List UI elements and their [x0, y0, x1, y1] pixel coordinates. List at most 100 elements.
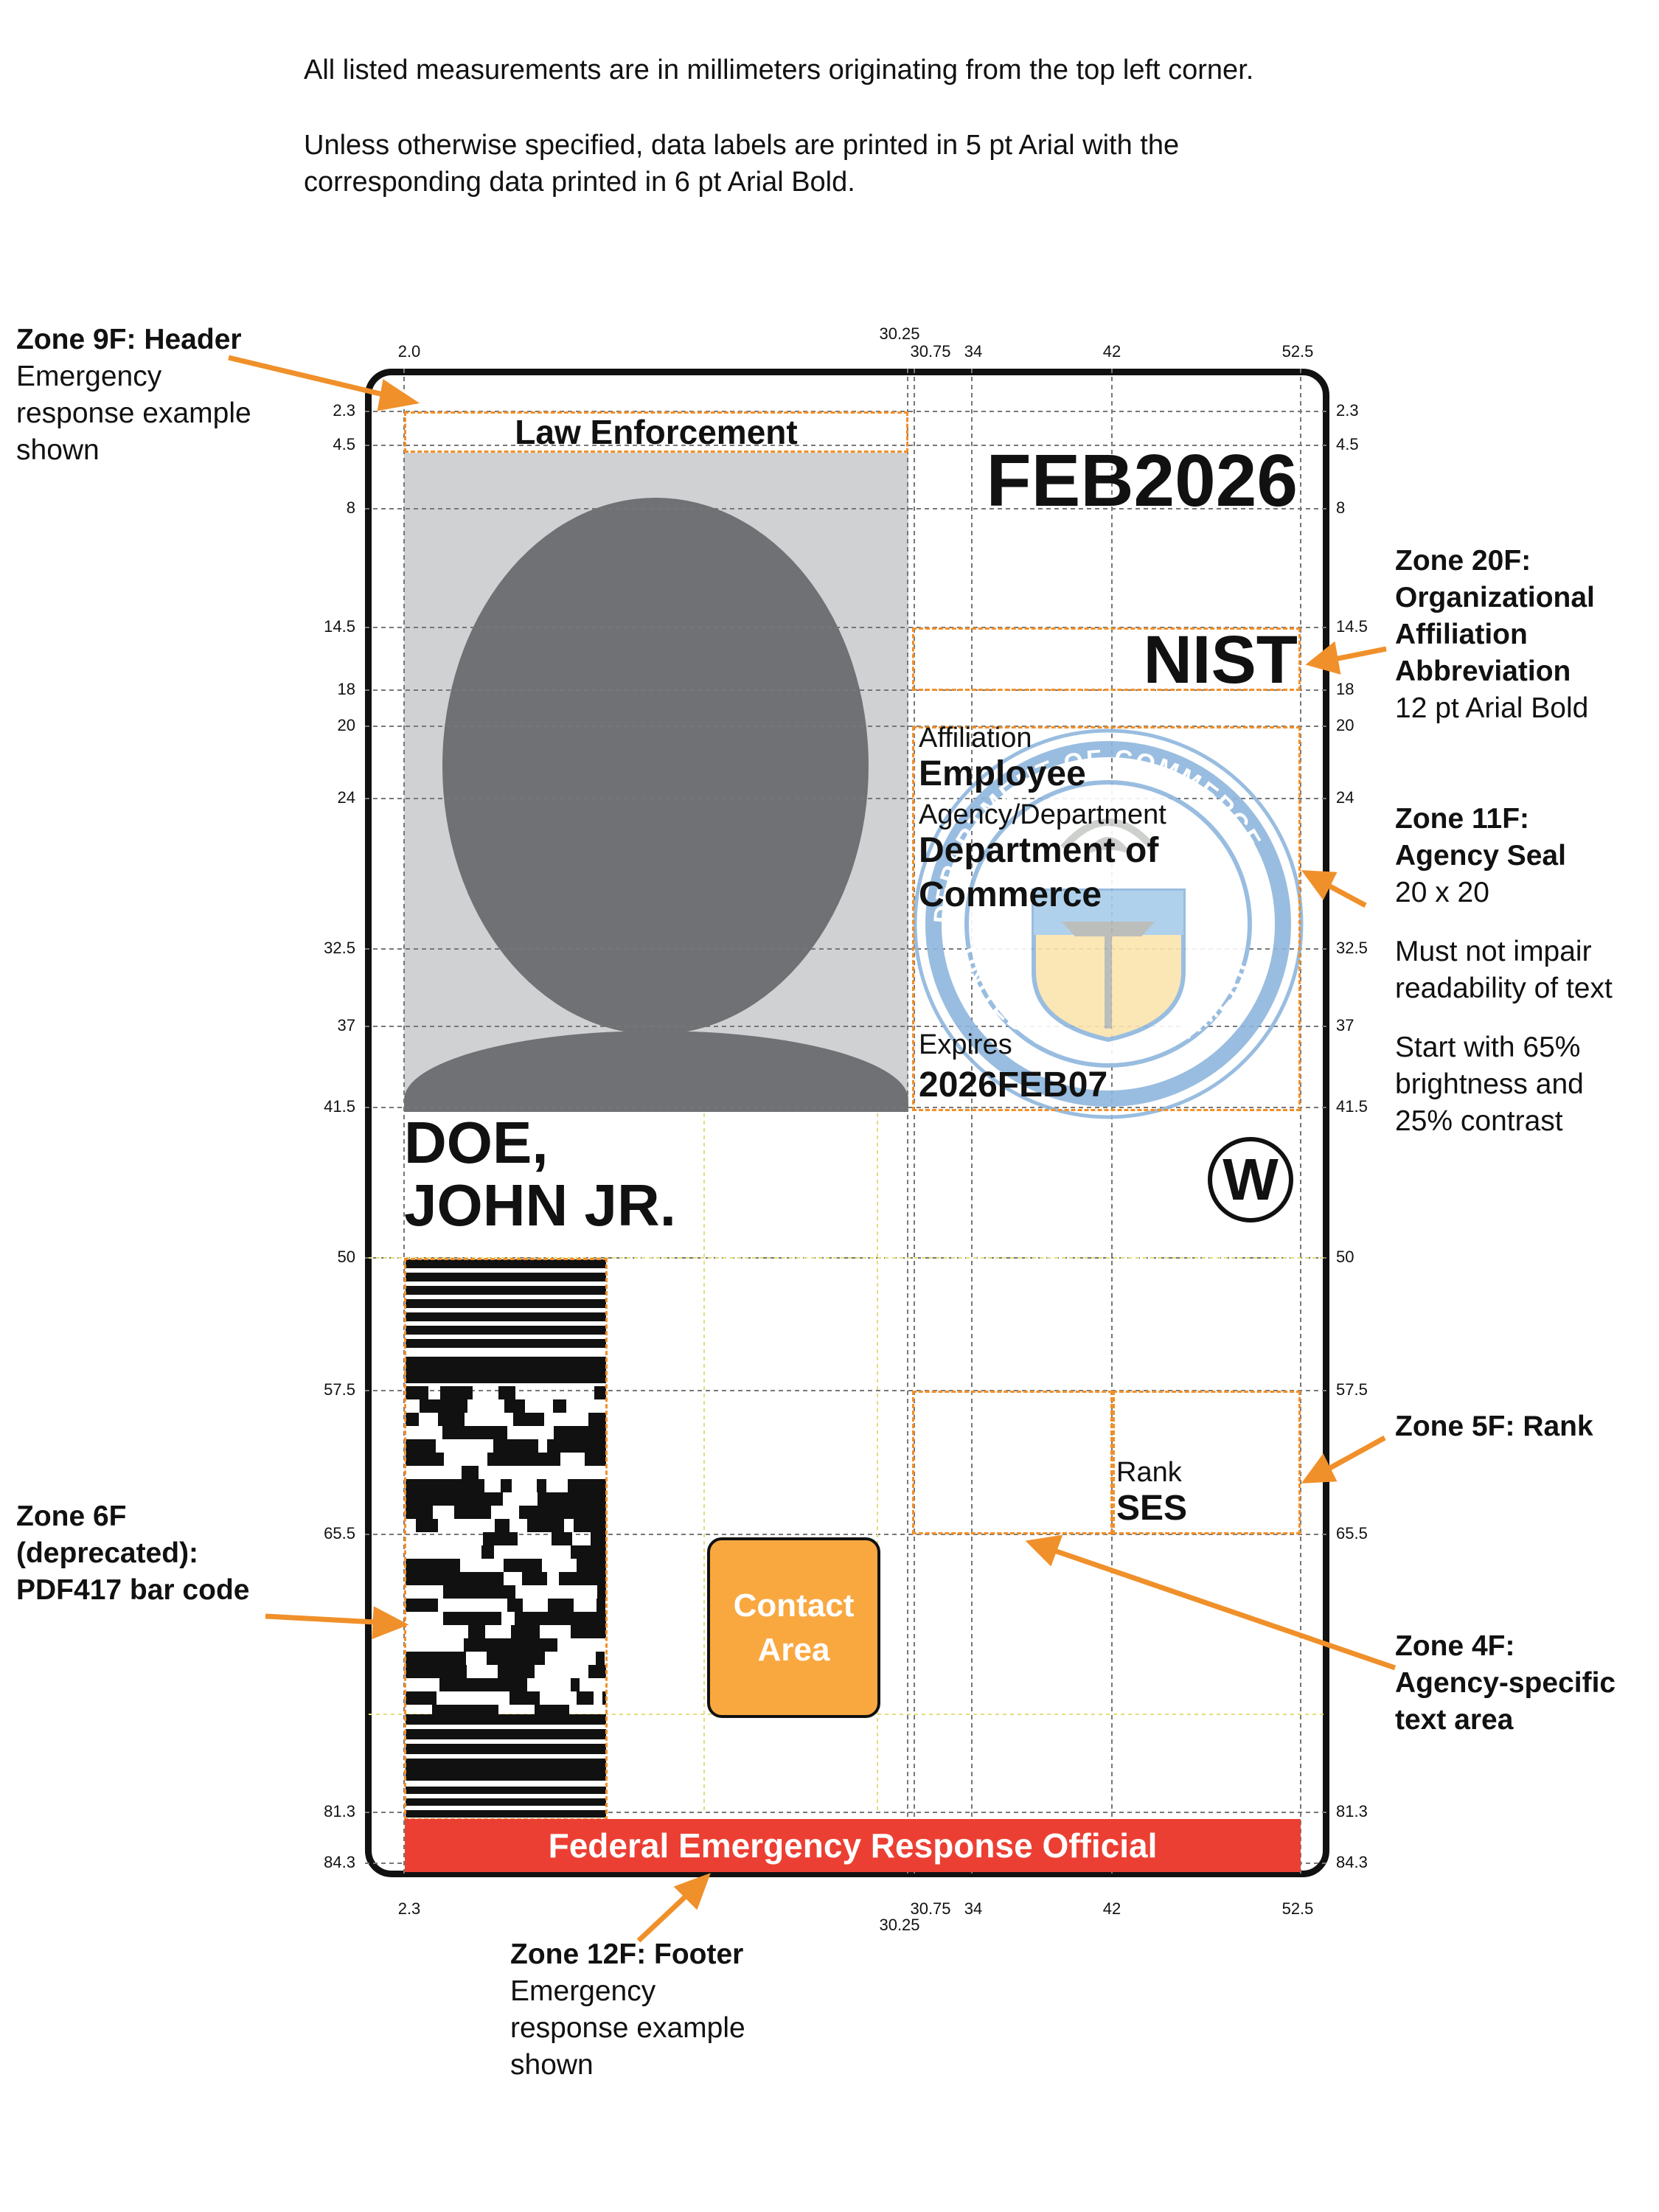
barcode-bar: [548, 1599, 574, 1612]
barcode-bar: [592, 1572, 606, 1585]
zone-11f-line-6: 25% contrast: [1395, 1105, 1563, 1137]
tick-row-left: 14.5: [324, 617, 355, 636]
zone-9f-line-1: Emergency: [16, 361, 162, 392]
zone-11f-line-4: Start with 65%: [1395, 1032, 1581, 1063]
barcode-bar: [437, 1572, 454, 1585]
barcode-bar: [594, 1386, 606, 1399]
zone-4f-title-2: Agency-specific: [1395, 1667, 1616, 1699]
barcode-bar: [504, 1638, 538, 1652]
rank-value: SES: [1116, 1489, 1188, 1528]
name-line-2: JOHN JR.: [404, 1172, 676, 1238]
barcode-bar: [560, 1492, 592, 1506]
barcode-bar: [516, 1559, 542, 1572]
intro-line-3: corresponding data printed in 6 pt Arial…: [304, 167, 855, 198]
org-abbrev: NIST: [1143, 622, 1298, 698]
barcode-bar: [501, 1479, 512, 1492]
barcode-bar: [571, 1625, 594, 1638]
barcode-bar: [481, 1545, 494, 1559]
zone-11f-line-2: Must not impair: [1395, 936, 1592, 967]
barcode-bar: [406, 1413, 419, 1426]
barcode-bar: [585, 1453, 606, 1466]
barcode-bar: [554, 1426, 570, 1439]
barcode-bar: [574, 1506, 606, 1519]
zone-20f-title-4: Abbreviation: [1395, 655, 1571, 687]
barcode-bar: [588, 1665, 606, 1678]
barcode-bar: [498, 1678, 516, 1691]
callout-zone-12f: Zone 12F: Footer Emergency response exam…: [510, 1936, 745, 2084]
barcode-bar: [454, 1572, 467, 1585]
barcode-bar: [511, 1625, 540, 1638]
tick-row-left: 57.5: [324, 1380, 355, 1399]
barcode-bar: [406, 1259, 606, 1268]
barcode-bar: [406, 1386, 428, 1399]
barcode-bar: [437, 1479, 455, 1492]
barcode-bar: [440, 1386, 462, 1399]
barcode-bar: [406, 1326, 606, 1335]
barcode-bar: [548, 1612, 581, 1625]
zone-11f-line-5: brightness and: [1395, 1068, 1584, 1100]
zone-6f-title-1: Zone 6F: [16, 1500, 127, 1532]
tick-row-right: 50: [1336, 1248, 1354, 1266]
barcode-bar: [577, 1691, 594, 1705]
tick-row-right: 2.3: [1336, 401, 1359, 420]
barcode-bar: [445, 1665, 467, 1678]
barcode-bar: [527, 1519, 564, 1532]
barcode-bar: [553, 1399, 566, 1413]
barcode-bar: [517, 1453, 545, 1466]
barcode-bar: [406, 1665, 415, 1678]
affiliation-label: Affiliation: [919, 723, 1032, 754]
barcode-bar: [406, 1479, 414, 1492]
barcode-bar: [406, 1572, 437, 1585]
zone-11f-line-1: 20 x 20: [1395, 877, 1489, 908]
tick-row-right: 20: [1336, 716, 1354, 734]
barcode-bar: [574, 1519, 588, 1532]
barcode-bar: [596, 1652, 605, 1665]
barcode-bar: [604, 1426, 606, 1439]
agency-value-line-1: Department of: [919, 831, 1159, 870]
tick-bottom: 30.75: [910, 1899, 951, 1918]
zone-20f-outline: [912, 627, 1301, 691]
zone-9f-outline: [404, 411, 908, 453]
tick-bottom: 34: [964, 1899, 983, 1918]
tick-top: 30.75: [910, 342, 951, 361]
barcode-bar: [481, 1492, 503, 1506]
barcode-bar: [443, 1612, 465, 1625]
contact-area: Contact Area: [707, 1537, 880, 1718]
tick-row-right: 41.5: [1336, 1097, 1368, 1116]
barcode-bar: [438, 1413, 449, 1426]
barcode-bar: [467, 1572, 504, 1585]
barcode-bar: [538, 1638, 557, 1652]
barcode-bar: [533, 1652, 545, 1665]
barcode-bar: [509, 1691, 540, 1705]
barcode-bar: [487, 1453, 517, 1466]
barcode-bar: [406, 1559, 440, 1572]
barcode-bar: [592, 1479, 606, 1492]
barcode-bar: [421, 1691, 437, 1705]
zone-20f-title-2: Organizational: [1395, 582, 1595, 613]
barcode-bar: [597, 1585, 606, 1599]
callout-zone-20f: Zone 20F: Organizational Affiliation Abb…: [1395, 543, 1595, 727]
tick-row-right: 84.3: [1336, 1853, 1368, 1871]
barcode-bar: [494, 1585, 515, 1599]
barcode-bar: [439, 1678, 459, 1691]
barcode-bar: [519, 1506, 550, 1519]
tick-top: 52.5: [1281, 342, 1314, 361]
barcode-bar: [406, 1714, 606, 1725]
barcode-bar: [406, 1810, 606, 1818]
tick-row-right: 57.5: [1336, 1380, 1368, 1399]
barcode-bar: [495, 1519, 509, 1532]
barcode-bar: [515, 1612, 548, 1625]
tick-bottom: 52.5: [1281, 1899, 1314, 1918]
tick-top: 30.25: [879, 324, 920, 343]
tick-row-right: 4.5: [1336, 435, 1359, 453]
barcode-bar: [406, 1357, 606, 1383]
callout-zone-4f: Zone 4F: Agency-specific text area: [1395, 1628, 1615, 1739]
zone-4f-title-1: Zone 4F:: [1395, 1630, 1515, 1662]
expires-label: Expires: [919, 1029, 1012, 1060]
tick-bottom: 42: [1102, 1899, 1121, 1918]
barcode-bar: [547, 1439, 573, 1453]
barcode-bar: [462, 1466, 479, 1479]
barcode-bar: [417, 1492, 445, 1506]
barcode-bar: [431, 1453, 444, 1466]
tick-row-right: 32.5: [1336, 939, 1368, 957]
